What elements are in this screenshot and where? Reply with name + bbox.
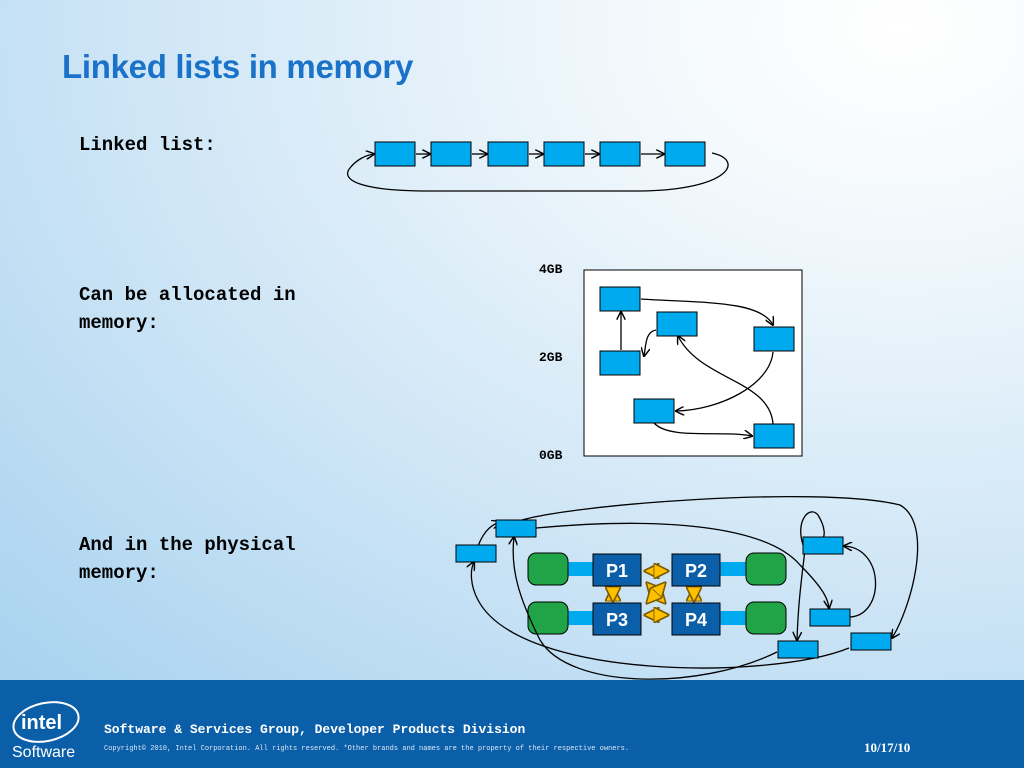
mem-arrow — [653, 422, 752, 436]
physical-label-line2: memory: — [79, 562, 159, 584]
footer-bar: intel Software Software & Services Group… — [0, 680, 1024, 768]
phys-node — [455, 544, 497, 563]
mem-arrow — [640, 298, 773, 325]
logo-swoosh — [12, 701, 80, 743]
phys-arrow — [513, 537, 778, 680]
list-node — [599, 141, 641, 167]
processor-label-p1: P1 — [606, 561, 628, 581]
list-node — [543, 141, 585, 167]
list-loop-arrow — [346, 153, 729, 192]
mem-arrow — [676, 351, 774, 411]
physical-label-line1: And in the physical — [79, 534, 296, 556]
mem-node — [753, 326, 795, 352]
phys-arrow — [515, 495, 919, 638]
phys-arrow — [535, 522, 829, 608]
mem-arrow — [678, 336, 774, 425]
memory-bank — [527, 552, 569, 586]
phys-node — [809, 608, 851, 627]
axis-label-4gb: 4GB — [539, 262, 563, 277]
processor-label-p2: P2 — [685, 561, 707, 581]
list-node — [374, 141, 416, 167]
phys-arrow — [844, 546, 877, 618]
memory-link — [568, 562, 594, 576]
memory-bank — [527, 601, 569, 635]
allocated-label-line1: Can be allocated in — [79, 284, 296, 306]
axis-label-0gb: 0GB — [539, 448, 563, 463]
intel-software-logo: intel Software — [12, 701, 80, 761]
phys-arrow — [797, 511, 825, 640]
mem-node — [599, 286, 641, 312]
diagram-canvas: P1 P2 P3 P4 — [346, 141, 919, 680]
footer-copyright: Copyright© 2010, Intel Corporation. All … — [104, 745, 630, 753]
logo-wordmark: intel — [21, 712, 62, 734]
mem-node — [656, 311, 698, 337]
list-node — [664, 141, 706, 167]
memory-bank — [745, 601, 787, 635]
processor-p2 — [671, 553, 721, 587]
mem-node — [633, 398, 675, 424]
slide-background — [0, 0, 1024, 680]
processor-p4 — [671, 602, 721, 636]
phys-arrow — [471, 562, 850, 669]
logo-subtext: Software — [12, 744, 75, 761]
list-node — [430, 141, 472, 167]
processor-p1 — [592, 553, 642, 587]
linked-list-label: Linked list: — [79, 134, 216, 156]
mem-node — [599, 350, 641, 376]
mem-node — [753, 423, 795, 449]
axis-label-2gb: 2GB — [539, 350, 563, 365]
physical-memory-diagram: P1 P2 P3 P4 — [455, 495, 919, 680]
slide-title: Linked lists in memory — [62, 48, 414, 85]
memory-link — [719, 611, 747, 625]
phys-node — [777, 640, 819, 659]
phys-node — [802, 536, 844, 555]
memory-link — [568, 611, 594, 625]
mem-arrow — [644, 329, 657, 356]
interconnect — [647, 583, 665, 603]
virtual-memory-diagram — [583, 269, 803, 457]
footer-date: 10/17/10 — [864, 740, 911, 755]
linked-list-diagram — [346, 141, 729, 192]
list-node — [487, 141, 529, 167]
phys-node — [850, 632, 892, 651]
allocated-label-line2: memory: — [79, 312, 159, 334]
processor-label-p4: P4 — [685, 610, 707, 630]
processor-label-p3: P3 — [606, 610, 628, 630]
footer-division: Software & Services Group, Developer Pro… — [104, 722, 526, 737]
memory-bank — [745, 552, 787, 586]
processor-p3 — [592, 602, 642, 636]
memory-link — [719, 562, 747, 576]
phys-node — [495, 519, 537, 538]
